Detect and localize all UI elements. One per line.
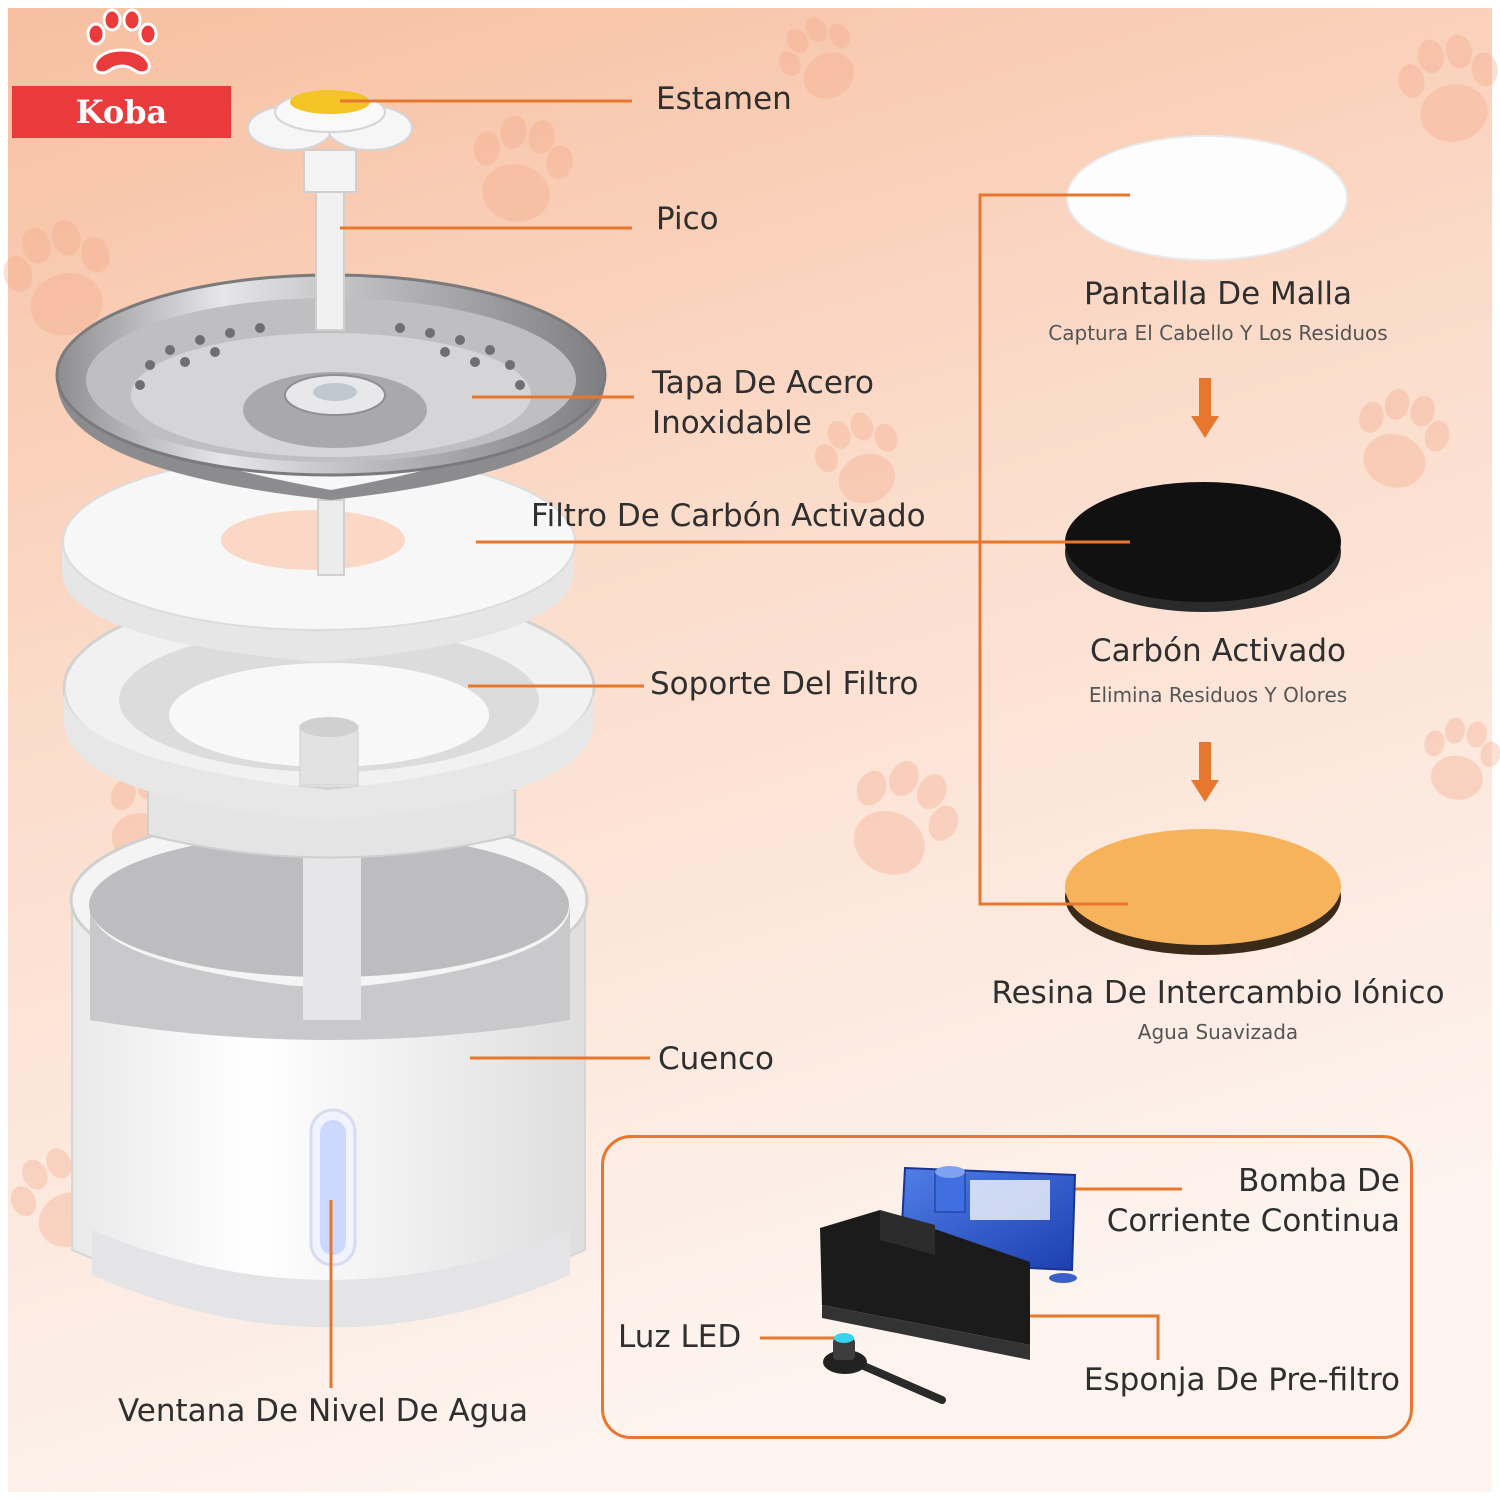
label-esponja: Esponja De Pre-filtro (1083, 1362, 1400, 1398)
label-soporte: Soporte Del Filtro (650, 666, 919, 702)
spout (315, 179, 345, 331)
label-filtro: Filtro De Carbón Activado (531, 498, 926, 534)
label-bomba-line2: Corriente Continua (1106, 1203, 1400, 1239)
leader-lines (329, 99, 1182, 1388)
arrow-down-icon (1191, 378, 1219, 438)
bowl (69, 810, 589, 1328)
resin-disc (1065, 829, 1341, 955)
pump-box (601, 1135, 1413, 1439)
mesh-screen-disc (1066, 135, 1348, 261)
label-cuenco: Cuenco (658, 1041, 775, 1077)
layer-title-resina: Resina De Intercambio Iónico (991, 975, 1445, 1011)
prefilter-sponge (820, 1210, 1030, 1360)
label-tapa-line1: Tapa De Acero (652, 365, 874, 401)
layer-title-malla: Pantalla De Malla (1084, 276, 1352, 312)
layer-subtitle-malla: Captura El Cabello Y Los Residuos (1048, 321, 1388, 345)
label-pico: Pico (656, 201, 719, 237)
carbon-disc (1065, 482, 1341, 612)
pump (898, 1166, 1077, 1283)
layer-title-carbon: Carbón Activado (1090, 633, 1346, 669)
led-light (823, 1333, 946, 1404)
layer-subtitle-carbon: Elimina Residuos Y Olores (1088, 683, 1348, 707)
label-ventana: Ventana De Nivel De Agua (118, 1393, 528, 1429)
label-led: Luz LED (618, 1319, 742, 1355)
label-bomba-line1: Bomba De (1238, 1163, 1400, 1199)
label-tapa-line2: Inoxidable (652, 405, 812, 441)
layer-subtitle-resina: Agua Suavizada (1137, 1020, 1299, 1044)
stem-lower (317, 499, 345, 576)
brand-name: Koba (75, 93, 168, 131)
steel-lid (55, 273, 607, 500)
brand-logo: Koba (12, 86, 231, 138)
filter-support (62, 586, 596, 859)
label-estamen: Estamen (656, 81, 792, 117)
flower-stamen (247, 90, 413, 151)
paw-icon (86, 8, 158, 75)
arrow-down-icon (1191, 742, 1219, 802)
